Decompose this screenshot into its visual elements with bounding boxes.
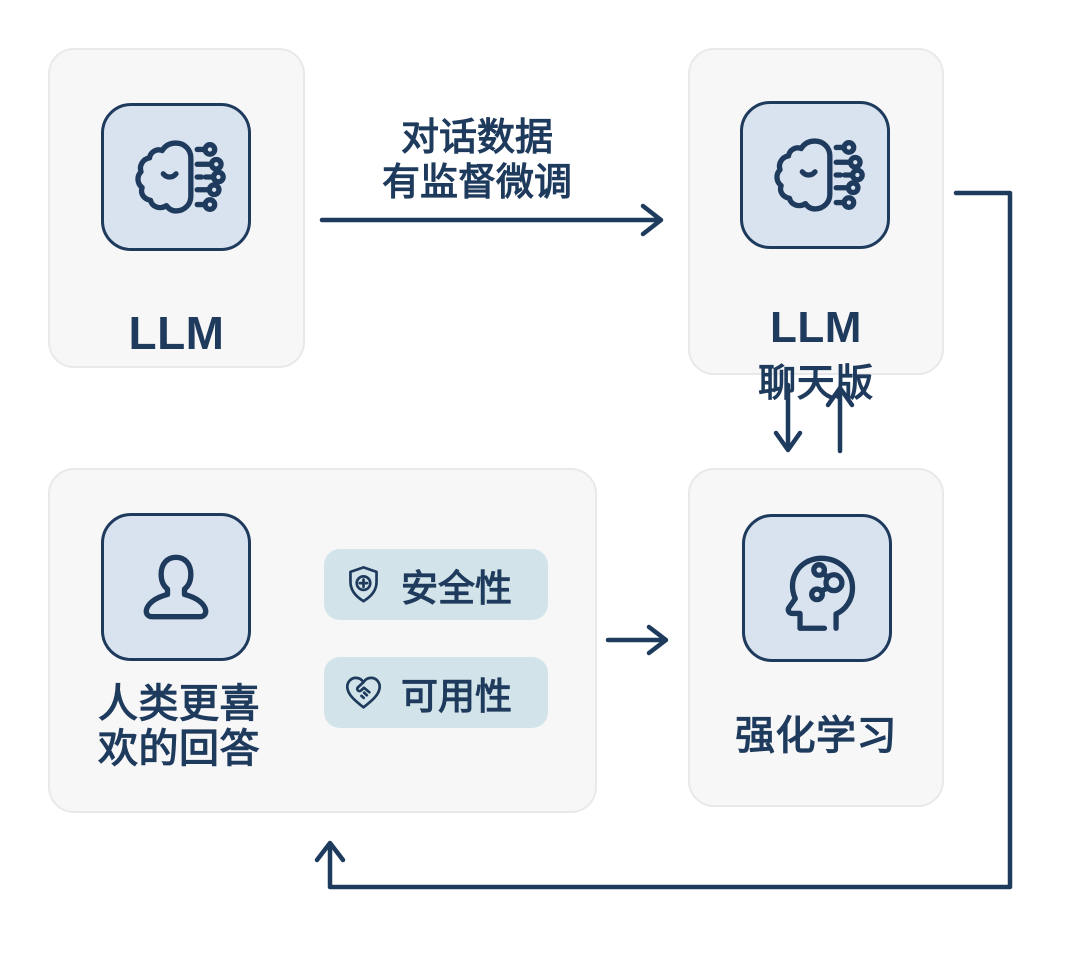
preference-to-rl-arrow bbox=[605, 624, 669, 656]
safety-badge-label: 安全性 bbox=[401, 567, 512, 609]
node-human-preference-label-line2: 欢的回答 bbox=[98, 727, 260, 771]
llm-icon-tile bbox=[101, 103, 251, 251]
node-llm-chat-label-line2: 聊天版 bbox=[758, 363, 874, 405]
head-network-icon bbox=[785, 555, 856, 631]
feedback-loop-arrow bbox=[314, 190, 1013, 890]
human-icon-tile bbox=[101, 513, 251, 661]
chat-to-rl-arrow bbox=[773, 382, 803, 453]
node-rl-label: 强化学习 bbox=[735, 714, 897, 758]
safety-badge: 安全性 bbox=[324, 549, 548, 620]
node-llm-base: LLM bbox=[48, 48, 305, 368]
usability-badge: 可用性 bbox=[324, 657, 548, 728]
node-llm-chat-label-line1: LLM bbox=[770, 303, 862, 352]
node-llm-chat: LLM 聊天版 bbox=[688, 48, 944, 405]
node-human-preference: 人类更喜 欢的回答 安全性 可用性 bbox=[48, 468, 597, 813]
brain-circuit-icon bbox=[135, 140, 226, 214]
sft-arrow-label-line1: 对话数据 bbox=[400, 117, 553, 159]
sft-arrow bbox=[319, 203, 664, 237]
node-llm-label: LLM bbox=[128, 307, 225, 359]
sft-arrow-label-line2: 有监督微调 bbox=[381, 162, 572, 204]
llm-chat-icon-tile bbox=[740, 101, 890, 249]
user-icon bbox=[143, 554, 209, 620]
heart-handshake-icon bbox=[345, 676, 382, 709]
usability-badge-label: 可用性 bbox=[401, 675, 512, 717]
sft-arrow-label: 对话数据 有监督微调 bbox=[317, 116, 637, 206]
node-human-preference-label: 人类更喜 欢的回答 bbox=[50, 682, 308, 772]
node-reinforcement-learning: 强化学习 bbox=[688, 468, 944, 807]
node-human-preference-label-line1: 人类更喜 bbox=[98, 682, 260, 726]
shield-plus-icon bbox=[349, 566, 378, 603]
rl-to-chat-arrow bbox=[825, 385, 855, 454]
brain-circuit-icon bbox=[774, 138, 865, 212]
rl-icon-tile bbox=[742, 514, 892, 662]
